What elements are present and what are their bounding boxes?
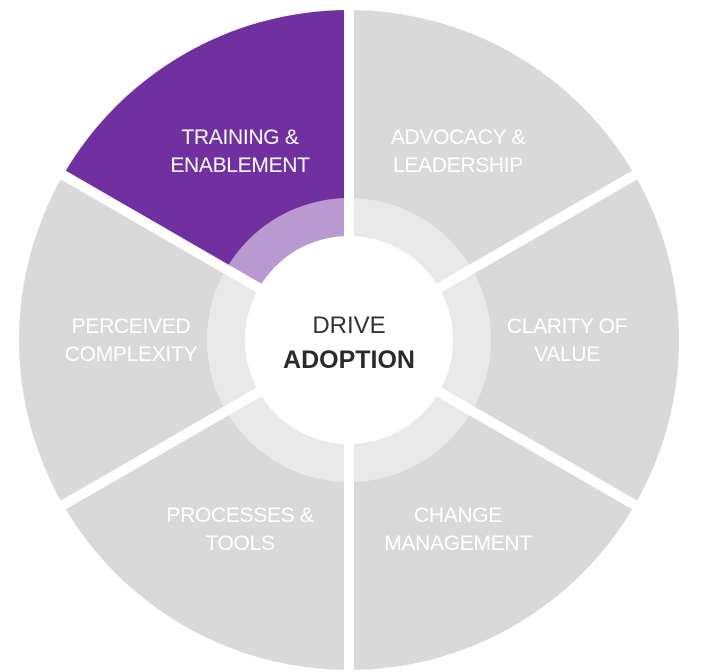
- segment-label-change-management: CHANGE MANAGEMENT: [384, 504, 532, 555]
- segment-label-clarity-of-value: CLARITY OF VALUE: [507, 315, 627, 366]
- segment-label-line: VALUE: [534, 343, 600, 366]
- segment-label-perceived-complexity: PERCEIVED COMPLEXITY: [65, 315, 198, 366]
- segment-label-line: TRAINING &: [181, 126, 298, 149]
- segment-clarity-of-value: [349, 175, 679, 505]
- segment-label-line: PROCESSES &: [166, 504, 314, 527]
- segment-label-line: ADVOCACY &: [391, 126, 526, 149]
- segment-label-line: PERCEIVED: [72, 315, 191, 338]
- center-title-line2: ADOPTION: [283, 346, 415, 374]
- segment-label-line: ENABLEMENT: [170, 154, 310, 177]
- segment-label-training-enablement: TRAINING & ENABLEMENT: [170, 126, 310, 177]
- center-title-line1: DRIVE: [312, 312, 385, 339]
- segment-perceived-complexity: [18, 175, 349, 505]
- segment-label-line: CHANGE: [414, 504, 502, 527]
- segment-label-advocacy-leadership: ADVOCACY & LEADERSHIP: [391, 126, 526, 177]
- segment-labels: ADVOCACY & LEADERSHIP CLARITY OF VALUE CHANG…: [65, 126, 628, 555]
- center-disc: [245, 236, 453, 444]
- segment-label-line: MANAGEMENT: [384, 532, 532, 555]
- segment-label-line: LEADERSHIP: [393, 154, 523, 177]
- segment-label-processes-tools: PROCESSES & TOOLS: [166, 504, 314, 555]
- segment-label-line: CLARITY OF: [507, 315, 627, 338]
- segment-label-line: COMPLEXITY: [65, 343, 198, 366]
- segment-label-line: TOOLS: [205, 532, 275, 555]
